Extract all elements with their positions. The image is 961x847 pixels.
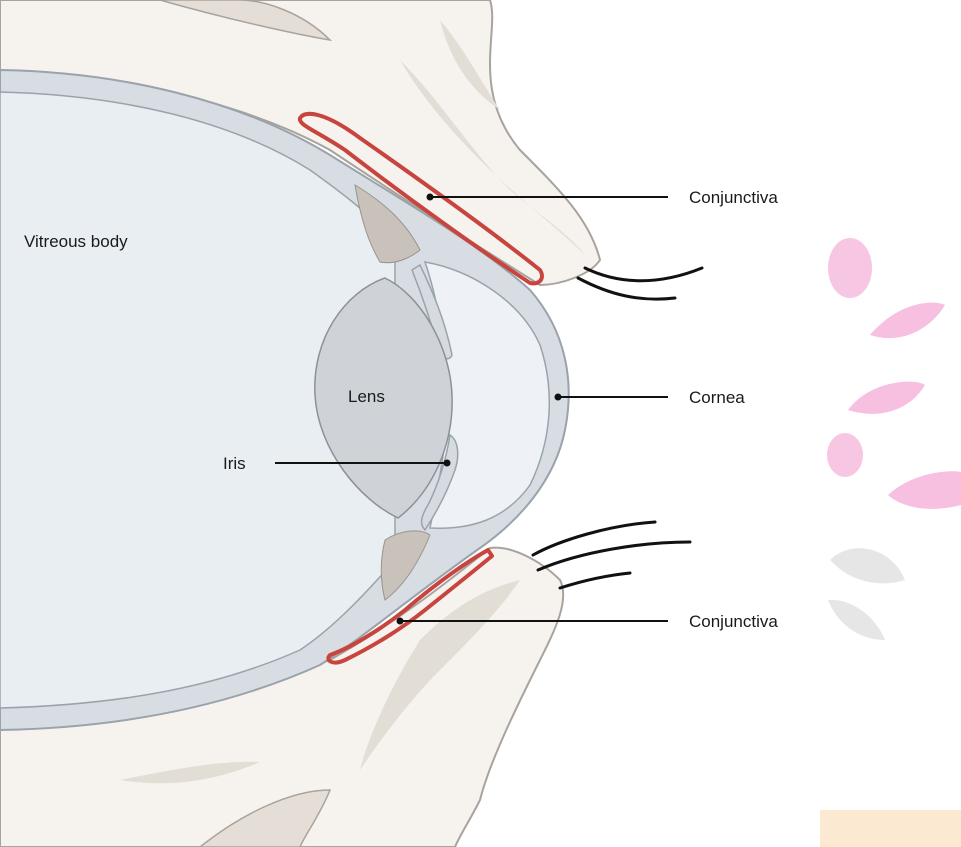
leader-dot	[556, 395, 561, 400]
pink-leaf	[828, 238, 872, 298]
leader-dot	[428, 195, 433, 200]
label-conjunctiva-upper: Conjunctiva	[689, 188, 778, 207]
leader-dot	[398, 619, 403, 624]
lower-eyelash	[538, 542, 690, 570]
pink-leaf	[888, 471, 961, 509]
lower-eyelash	[560, 573, 630, 588]
upper-eyelash	[585, 268, 702, 281]
pink-leaf	[848, 382, 925, 414]
gray-leaf	[830, 548, 905, 583]
label-vitreous-body: Vitreous body	[24, 232, 128, 251]
pink-leaf	[870, 303, 945, 338]
label-iris: Iris	[223, 454, 246, 473]
orange-watermark	[820, 810, 961, 847]
label-conjunctiva-lower: Conjunctiva	[689, 612, 778, 631]
leader-dot	[445, 461, 450, 466]
pink-leaf	[827, 433, 863, 477]
label-cornea: Cornea	[689, 388, 745, 407]
label-lens: Lens	[348, 387, 385, 406]
lower-eyelash	[533, 522, 655, 555]
gray-leaf	[828, 600, 885, 640]
